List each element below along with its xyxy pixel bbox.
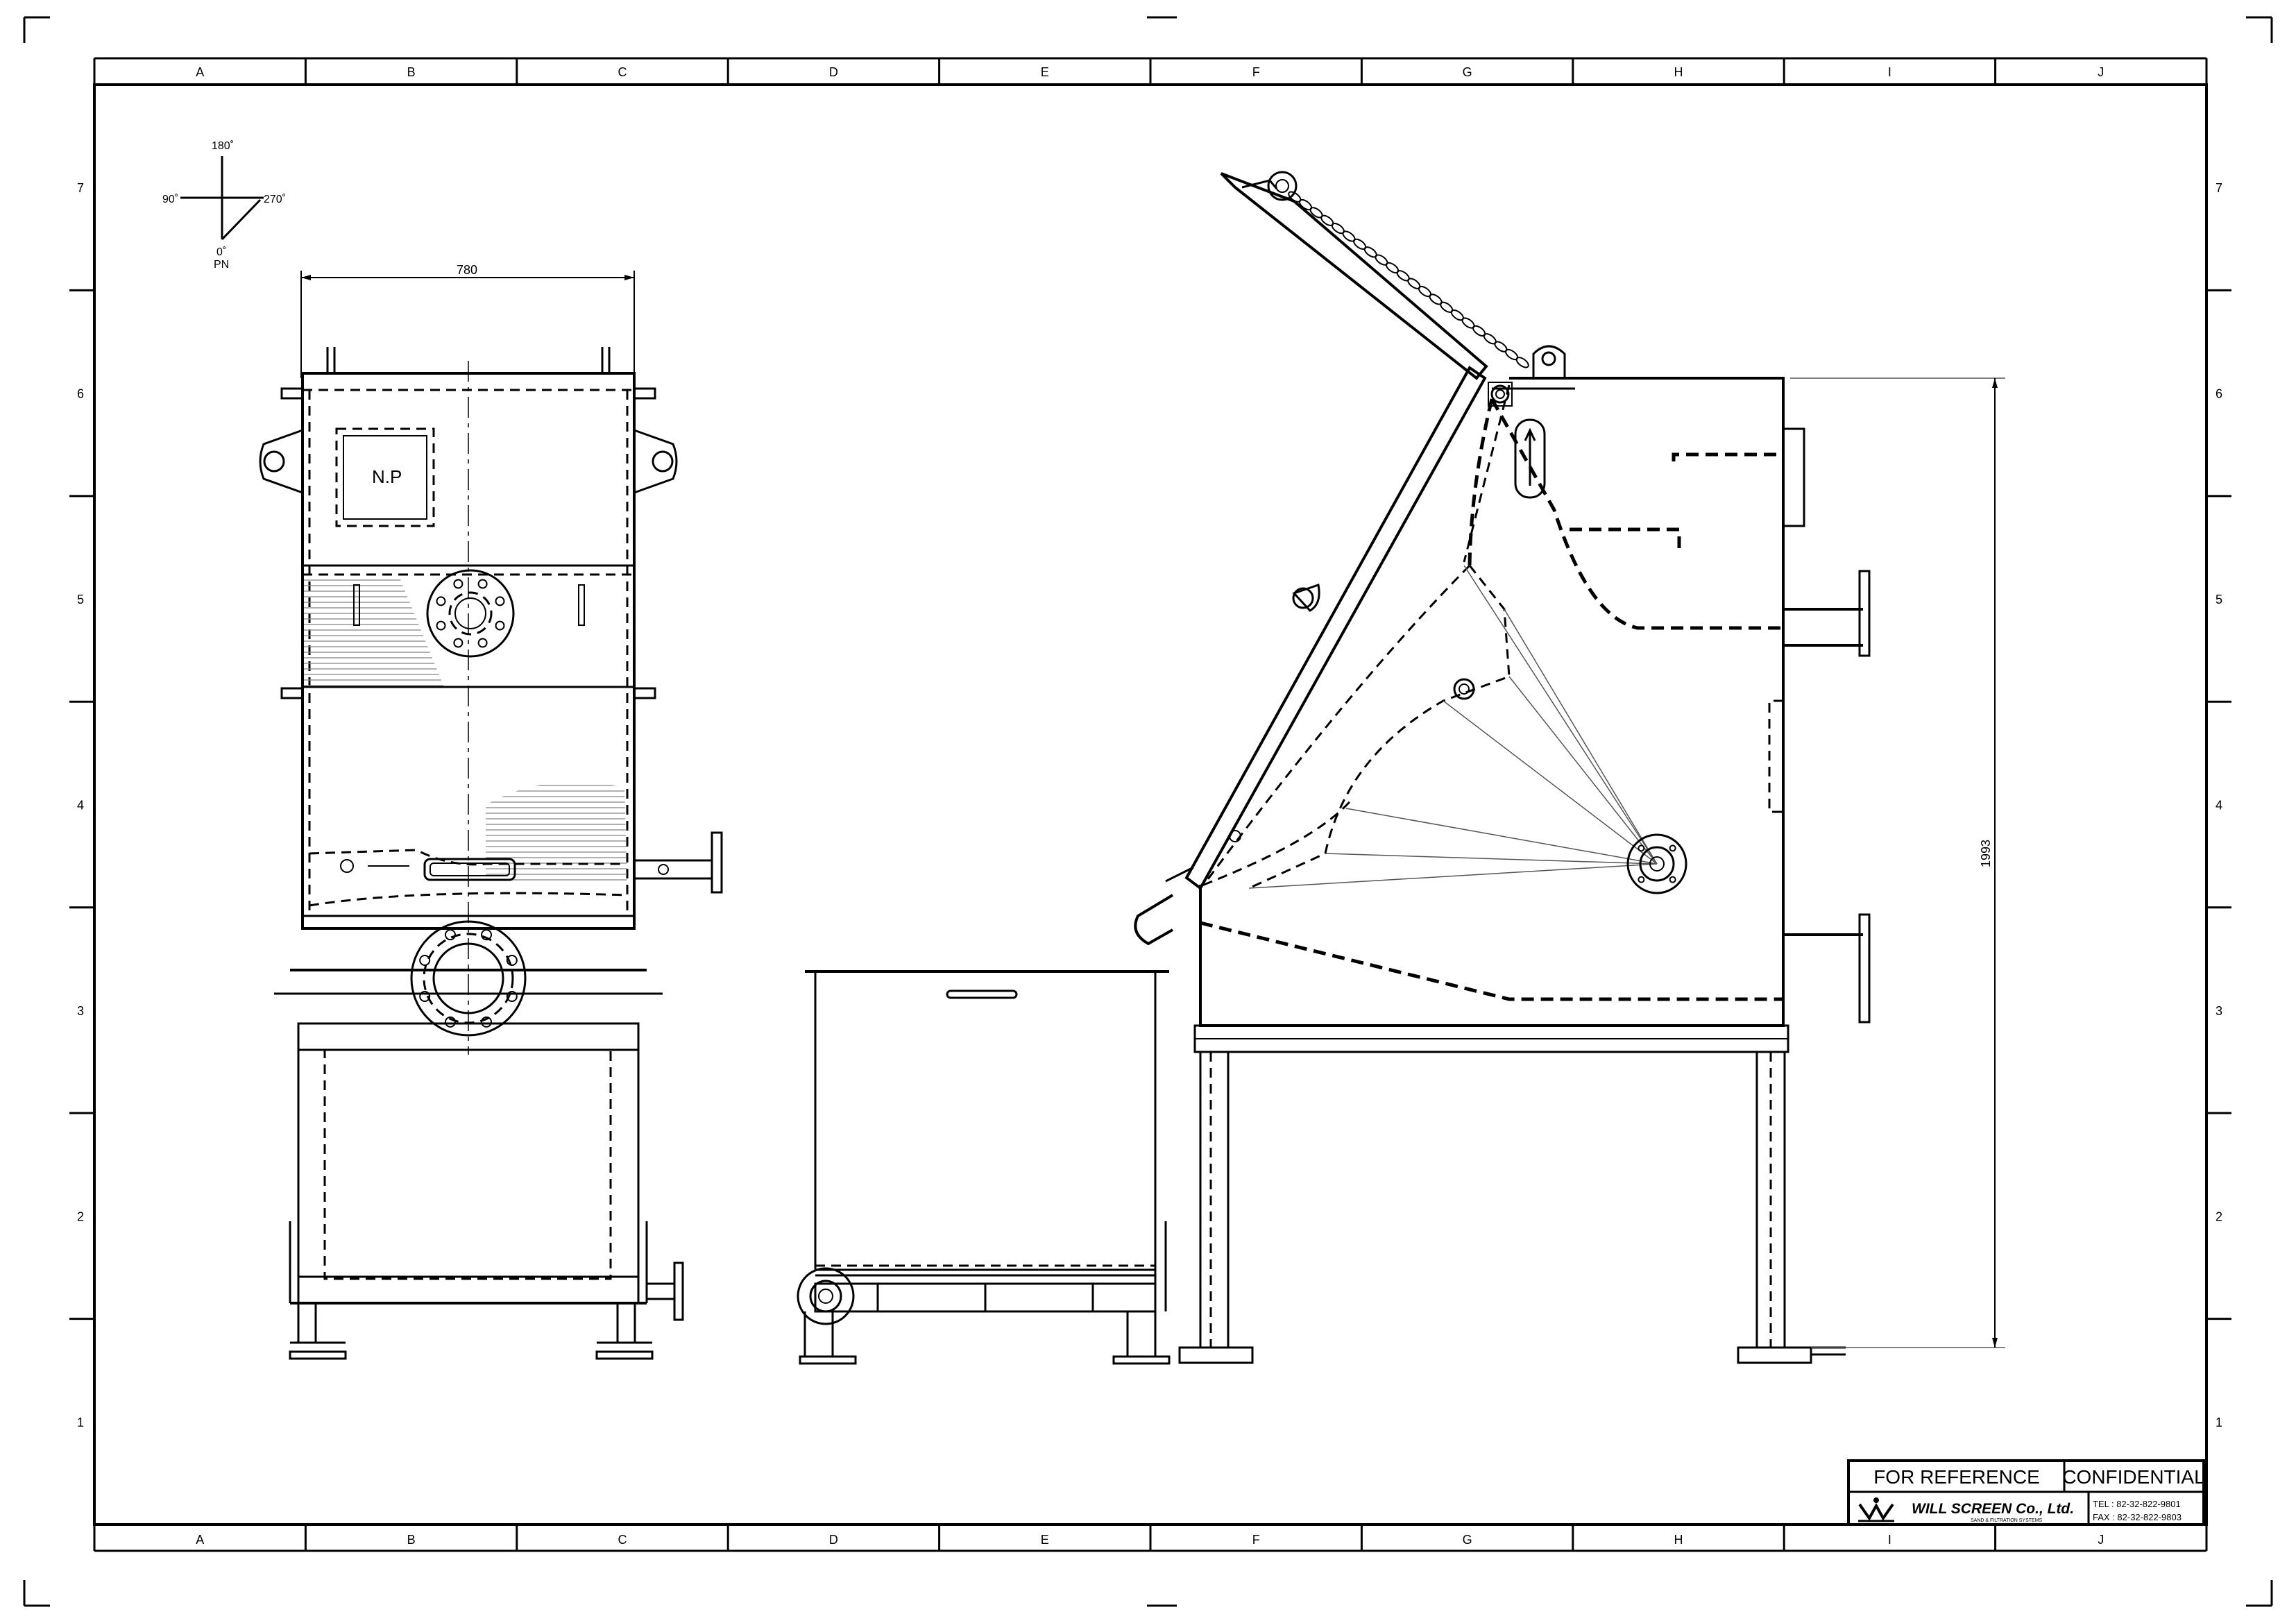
zone-col-label-top-d: D xyxy=(829,65,838,79)
orientation-top-label: 180˚ xyxy=(212,140,234,152)
zone-row-label-left-7: 7 xyxy=(77,181,84,195)
zone-col-label-bottom-c: C xyxy=(618,1533,627,1547)
orientation-left-label: 90˚ xyxy=(162,194,178,205)
front-upper-flange xyxy=(426,569,515,658)
orientation-symbol: 180˚ 90˚ 270˚ 0˚ PN xyxy=(162,140,286,271)
company-fax: FAX : 82-32-822-9803 xyxy=(2093,1512,2182,1522)
zone-row-labels-right: 7 6 5 4 3 2 1 xyxy=(2216,181,2222,1429)
zone-row-label-right-6: 6 xyxy=(2216,387,2222,401)
zone-row-label-right-3: 3 xyxy=(2216,1004,2222,1018)
container-view xyxy=(797,970,1171,1365)
zone-col-label-bottom-j: J xyxy=(2098,1533,2104,1547)
title-for-reference: FOR REFERENCE xyxy=(1873,1466,2040,1488)
orientation-right-label: 270˚ xyxy=(264,194,286,205)
zone-column-labels-top: A B C D E F G H I J xyxy=(196,65,2104,79)
zone-column-labels-bottom: A B C D E F G H I J xyxy=(196,1533,2104,1547)
zone-col-label-bottom-e: E xyxy=(1041,1533,1049,1547)
front-view: 780 N.P xyxy=(259,263,723,1360)
orientation-bottom-label: 0˚ xyxy=(216,246,226,258)
company-tel: TEL : 82-32-822-9801 xyxy=(2093,1499,2181,1509)
front-width-value: 780 xyxy=(457,263,477,277)
zone-col-label-bottom-d: D xyxy=(829,1533,838,1547)
title-confidential: CONFIDENTIAL xyxy=(2062,1466,2204,1488)
zone-row-label-left-1: 1 xyxy=(77,1416,84,1429)
zone-col-label-bottom-i: I xyxy=(1888,1533,1891,1547)
company-logo-icon xyxy=(1858,1497,1894,1522)
zone-col-label-bottom-a: A xyxy=(196,1533,204,1547)
zone-col-label-top-b: B xyxy=(407,65,416,79)
company-subtitle: SAND & FILTRATION SYSTEMS xyxy=(1971,1518,2043,1523)
side-height-dimension: 1993 xyxy=(1790,377,2005,1348)
zone-col-label-top-f: F xyxy=(1252,65,1260,79)
nameplate-outline xyxy=(335,427,435,527)
zone-col-label-bottom-f: F xyxy=(1252,1533,1260,1547)
zone-col-label-top-g: G xyxy=(1463,65,1472,79)
zone-row-label-left-4: 4 xyxy=(77,799,84,813)
nameplate-label: N.P xyxy=(372,466,402,487)
zone-row-label-left-3: 3 xyxy=(77,1004,84,1018)
side-view: 1993 xyxy=(1134,171,2005,1364)
zone-row-label-left-5: 5 xyxy=(77,593,84,606)
zone-col-label-top-c: C xyxy=(618,65,627,79)
zone-col-label-top-h: H xyxy=(1674,65,1683,79)
zone-col-label-bottom-g: G xyxy=(1463,1533,1472,1547)
zone-row-label-right-1: 1 xyxy=(2216,1416,2222,1429)
zone-col-label-top-e: E xyxy=(1041,65,1049,79)
zone-row-label-right-4: 4 xyxy=(2216,799,2222,813)
zone-row-label-right-5: 5 xyxy=(2216,593,2222,606)
zone-row-label-right-7: 7 xyxy=(2216,181,2222,195)
zone-col-label-top-j: J xyxy=(2098,65,2104,79)
zone-col-label-bottom-h: H xyxy=(1674,1533,1683,1547)
zone-row-label-left-6: 6 xyxy=(77,387,84,401)
zone-col-label-bottom-b: B xyxy=(407,1533,416,1547)
zone-row-label-left-2: 2 xyxy=(77,1209,84,1223)
zone-col-label-top-a: A xyxy=(196,65,204,79)
zone-col-label-top-i: I xyxy=(1888,65,1891,79)
zone-row-label-right-2: 2 xyxy=(2216,1209,2222,1223)
title-block: FOR REFERENCE CONFIDENTIAL WILL SCREEN C… xyxy=(1847,1459,2205,1526)
company-name: WILL SCREEN Co., Ltd. xyxy=(1912,1501,2074,1517)
sheet-trim-marks xyxy=(23,16,2273,1607)
front-width-dimension: 780 xyxy=(300,263,635,378)
orientation-pn-label: PN xyxy=(214,259,229,271)
side-height-value: 1993 xyxy=(1979,840,1993,867)
drawing-frame xyxy=(69,57,2231,1552)
zone-row-labels-left: 7 6 5 4 3 2 1 xyxy=(77,181,84,1429)
